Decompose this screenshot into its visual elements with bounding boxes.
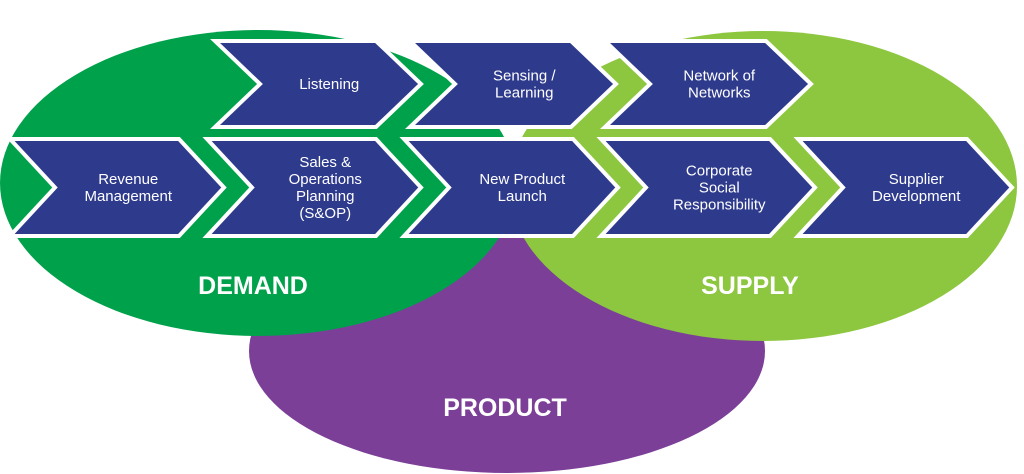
chevron-label-sensing-learning: Sensing /Learning	[493, 68, 556, 102]
chevron-sensing-learning	[405, 39, 619, 129]
chevron-label-line: Supplier	[889, 171, 944, 188]
chevron-supplier-development	[793, 137, 1015, 238]
chevron-label-line: Sensing /	[493, 68, 556, 85]
chevron-label-line: Responsibility	[673, 197, 766, 214]
chevron-label-line: Listening	[299, 76, 359, 93]
chevron-label-line: Revenue	[98, 171, 158, 188]
chevron-new-product-launch	[399, 137, 621, 238]
chevron-label-listening: Listening	[299, 76, 359, 93]
chevron-label-line: (S&OP)	[299, 205, 351, 222]
chevron-sales-operations-planning	[202, 137, 424, 238]
chevron-label-line: Network of	[683, 68, 756, 85]
chevron-label-line: Launch	[498, 188, 547, 205]
chevron-label-line: Operations	[289, 171, 362, 188]
supply-label: SUPPLY	[701, 272, 799, 300]
chevron-listening	[210, 39, 424, 129]
chevron-label-line: Learning	[495, 85, 553, 102]
chevron-label-line: Corporate	[686, 163, 753, 180]
chevron-label-line: Planning	[296, 188, 354, 205]
chevron-revenue-management	[5, 137, 227, 238]
chevron-label-line: Social	[699, 180, 740, 197]
demand-label: DEMAND	[198, 272, 308, 300]
chevron-label-line: Development	[872, 188, 961, 205]
chevron-label-line: Management	[84, 188, 172, 205]
chevron-label-line: New Product	[479, 171, 566, 188]
chevron-label-line: Networks	[688, 85, 751, 102]
chevron-label-line: Sales &	[299, 154, 351, 171]
chevron-corporate-social-responsibility	[596, 137, 818, 238]
chevron-network-of-networks	[600, 39, 814, 129]
product-label: PRODUCT	[443, 394, 567, 422]
